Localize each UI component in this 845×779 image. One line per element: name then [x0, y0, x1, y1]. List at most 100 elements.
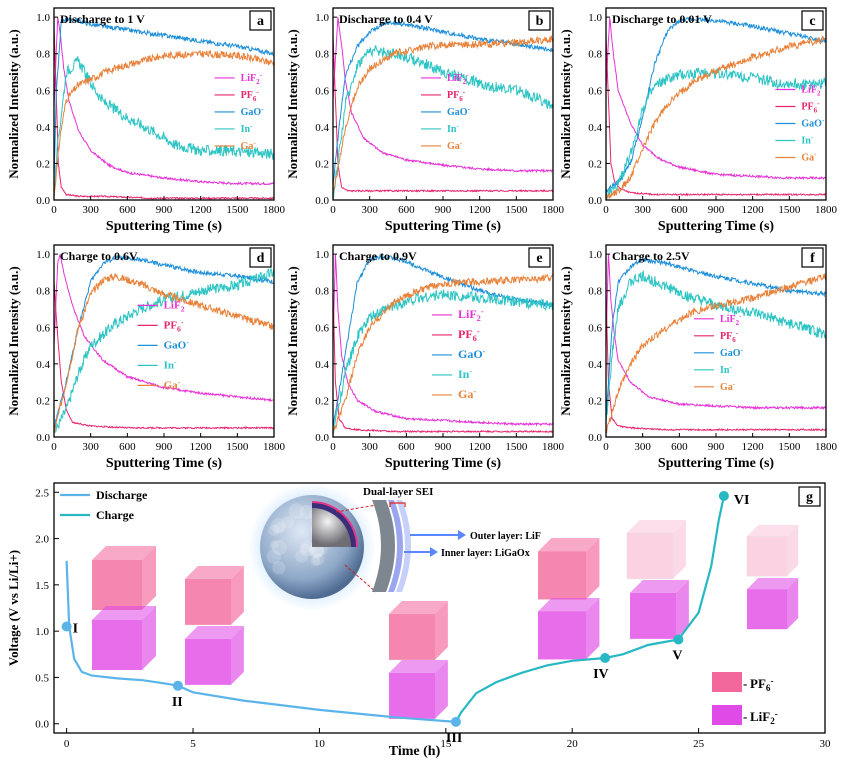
- x-tick-label: 10: [314, 738, 326, 750]
- legend-label: Ga-: [241, 139, 257, 152]
- y-tick-label: 1.0: [588, 249, 602, 261]
- panel-title: Discharge to 1 V: [60, 12, 145, 26]
- panel-letter-box: [801, 10, 824, 31]
- x-tick-label: 1200: [190, 441, 213, 453]
- marker-label: IV: [593, 667, 609, 682]
- panel-title: Charge to 2.5V: [612, 249, 690, 263]
- legend-label: Ga-: [801, 150, 817, 163]
- series-pf6: [332, 290, 554, 434]
- legend-label: PF6-: [720, 329, 739, 344]
- cube-top: [389, 601, 448, 614]
- cube-lif2-II: [185, 626, 244, 685]
- series-gao: [53, 254, 275, 429]
- sphere-bump: [299, 504, 315, 520]
- cube-legend-lif2-label: LiF2-: [750, 709, 778, 726]
- y-tick-label: 0.4: [588, 122, 602, 134]
- panel-letter: b: [536, 14, 544, 29]
- cube-side: [435, 601, 448, 660]
- x-tick-label: 0: [603, 204, 609, 216]
- x-tick-label: 1800: [815, 441, 838, 453]
- y-tick-label: 1.0: [36, 249, 50, 261]
- x-tick-label: 900: [708, 441, 725, 453]
- zoom-line: [344, 564, 377, 593]
- inner-arrowhead: [430, 547, 438, 557]
- cube-side: [676, 580, 689, 639]
- x-tick-label: 1800: [815, 204, 838, 216]
- cube-edge: [746, 535, 788, 577]
- x-tick-label: 600: [398, 441, 415, 453]
- series-in: [332, 44, 554, 200]
- series-gao: [332, 253, 554, 428]
- x-tick-label: 900: [708, 204, 725, 216]
- cube-front: [538, 611, 586, 660]
- x-tick-label: 30: [820, 738, 832, 750]
- sphere-bump: [281, 516, 294, 529]
- cube-front: [747, 589, 787, 630]
- marker-label: II: [172, 695, 183, 710]
- cube-top: [185, 566, 244, 579]
- y-tick-label: 0.2: [588, 395, 602, 407]
- y-tick-label: 0.6: [588, 322, 602, 334]
- plot-frame: [53, 7, 275, 201]
- legend-label: Ga-: [447, 139, 463, 152]
- panel-letter-box: [798, 486, 821, 507]
- x-tick-label: 600: [671, 204, 688, 216]
- panel-letter: g: [806, 490, 813, 505]
- sphere-bump: [310, 555, 321, 566]
- y-axis-label: Normalized Intensity (a.u.): [558, 29, 573, 179]
- x-tick-label: 0: [330, 204, 336, 216]
- marker-VI: [718, 490, 729, 501]
- sphere-bump: [288, 503, 305, 520]
- y-tick-label: 0.6: [315, 322, 329, 334]
- cube-top: [630, 580, 689, 593]
- legend-label: GaO-: [458, 347, 486, 361]
- series-ga: [332, 273, 554, 435]
- legend-label: LiF2-: [720, 312, 742, 327]
- x-tick-label: 1500: [505, 204, 528, 216]
- legend-label: GaO-: [801, 116, 825, 129]
- y-tick-label: 0.6: [36, 322, 50, 334]
- panel-title: Charge to 0.9V: [339, 249, 417, 263]
- series-pf6: [605, 34, 827, 197]
- y-tick-label: 0.0: [588, 195, 602, 207]
- legend-label: LiF2-: [241, 71, 263, 86]
- legend-label: In-: [241, 122, 253, 135]
- legend-label: LiF2-: [447, 71, 469, 86]
- x-tick-label: 1500: [778, 204, 801, 216]
- cube-front: [747, 536, 787, 577]
- x-tick-label: 1800: [542, 441, 565, 453]
- sei-bracket: [389, 502, 406, 507]
- x-axis-label: Sputtering Time (s): [385, 219, 501, 234]
- x-axis-label: Sputtering Time (s): [106, 456, 222, 471]
- cube-side: [673, 520, 686, 579]
- legend-label: PF6-: [241, 88, 260, 103]
- y-tick-label: 0.8: [36, 286, 50, 298]
- y-tick-label: 0.6: [315, 85, 329, 97]
- legend-label: In-: [458, 367, 472, 381]
- y-tick-label: 0.2: [588, 158, 602, 170]
- panel-letter-box: [528, 247, 551, 268]
- y-tick-label: 0.8: [36, 49, 50, 61]
- x-axis-label: Sputtering Time (s): [106, 219, 222, 234]
- cube-edge: [626, 532, 674, 580]
- plot-frame: [605, 7, 827, 201]
- y-tick-label: 1.5: [35, 580, 49, 592]
- y-tick-label: 1.0: [36, 12, 50, 24]
- y-axis-label: Normalized Intensity (a.u.): [285, 29, 300, 179]
- sei-shell: [311, 501, 358, 548]
- y-tick-label: 1.0: [35, 626, 49, 638]
- x-tick-label: 1200: [469, 204, 492, 216]
- y-tick-label: 0.8: [315, 49, 329, 61]
- cube-lif2-III: [389, 660, 448, 719]
- series-gao: [605, 257, 827, 419]
- cube-front: [92, 620, 142, 670]
- legend-label: In-: [720, 363, 732, 376]
- x-tick-label: 1200: [742, 441, 765, 453]
- sphere-bump: [268, 524, 280, 537]
- sei-title: Dual-layer SEI: [363, 486, 433, 498]
- x-tick-label: 300: [82, 204, 99, 216]
- series-pf6: [332, 35, 554, 193]
